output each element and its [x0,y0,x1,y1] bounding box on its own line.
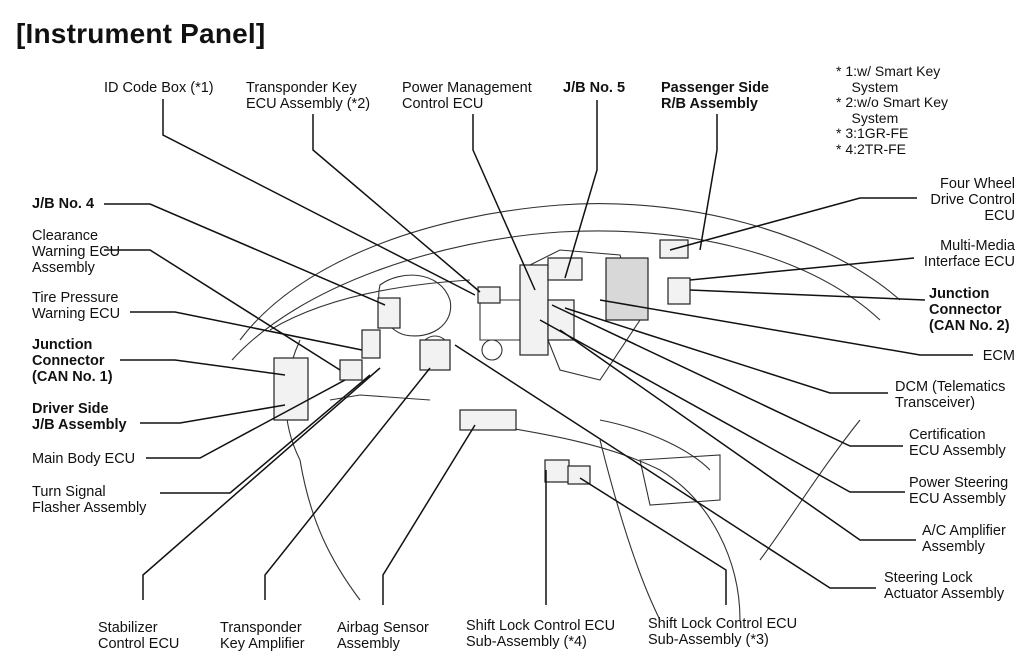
footnote-line: * 3:1GR-FE [836,125,909,141]
label-transponder-amp: Transponder Key Amplifier [220,620,305,652]
label-power-management-ecu: Power Management Control ECU [402,80,532,112]
footnote-line: System [836,78,899,95]
label-id-code-box: ID Code Box (*1) [104,80,214,96]
label-driver-jb: Driver Side J/B Assembly [32,401,127,433]
footnote-line: * 2:w/o Smart Key [836,94,949,110]
footnote-line: * 4:2TR-FE [836,140,907,157]
multimedia-part [667,277,691,305]
label-four-wheel-ecu: Four Wheel Drive Control ECU [930,176,1015,224]
transponder-amp-part [419,339,451,371]
page-title: [Instrument Panel] [16,18,266,49]
airbag-sensor-part [459,409,517,431]
shift-lock-3-part [567,465,591,485]
power-mgmt-part [519,264,549,356]
driver-jb-part [273,357,309,421]
label-transponder-key-ecu: Transponder Key ECU Assembly (*2) [246,80,371,112]
label-steering-lock: Steering Lock Actuator Assembly [884,570,1005,602]
label-turn-signal: Turn Signal Flasher Assembly [32,484,147,516]
components [273,239,691,485]
label-ecm: ECM [982,348,1015,364]
label-airbag-sensor: Airbag Sensor Assembly [337,620,429,652]
clearance-warning-part [339,359,363,381]
passenger-rb-part [605,257,649,321]
footnote-line: System [836,109,899,126]
transponder-ecu-part [477,286,501,304]
footnotes: * 1:w/ Smart Key System * 2:w/o Smart Ke… [836,63,949,157]
label-junction-can2: Junction Connector (CAN No. 2) [929,286,1010,334]
label-shift-lock-4: Shift Lock Control ECU Sub-Assembly (*4) [466,618,616,650]
tire-pressure-part [361,329,381,359]
label-shift-lock-3: Shift Lock Control ECU Sub-Assembly (*3) [648,616,798,648]
jb5-part [547,257,583,281]
label-passenger-rb: Passenger Side R/B Assembly [661,80,769,112]
label-jb4: J/B No. 4 [32,196,95,212]
label-tire-pressure: Tire Pressure Warning ECU [32,290,121,322]
jb4-part [377,297,401,329]
label-power-steering-ecu: Power Steering ECU Assembly [909,475,1009,507]
label-ac-amplifier: A/C Amplifier Assembly [922,523,1006,555]
ecm-part [547,299,575,341]
label-multimedia-ecu: Multi-Media Interface ECU [923,238,1015,270]
shift-lock-4-part [544,459,570,483]
label-junction-can1: Junction Connector (CAN No. 1) [32,337,113,385]
label-certification-ecu: Certification ECU Assembly [909,427,1006,459]
footnote-line: * 1:w/ Smart Key [836,63,941,79]
label-stabilizer-ecu: Stabilizer Control ECU [98,620,180,652]
label-jb5: J/B No. 5 [563,80,626,96]
label-clearance-warning: Clearance Warning ECU Assembly [32,228,121,276]
leader-lines [104,99,973,605]
label-main-body-ecu: Main Body ECU [32,451,136,467]
label-dcm: DCM (Telematics Transceiver) [895,379,1006,411]
